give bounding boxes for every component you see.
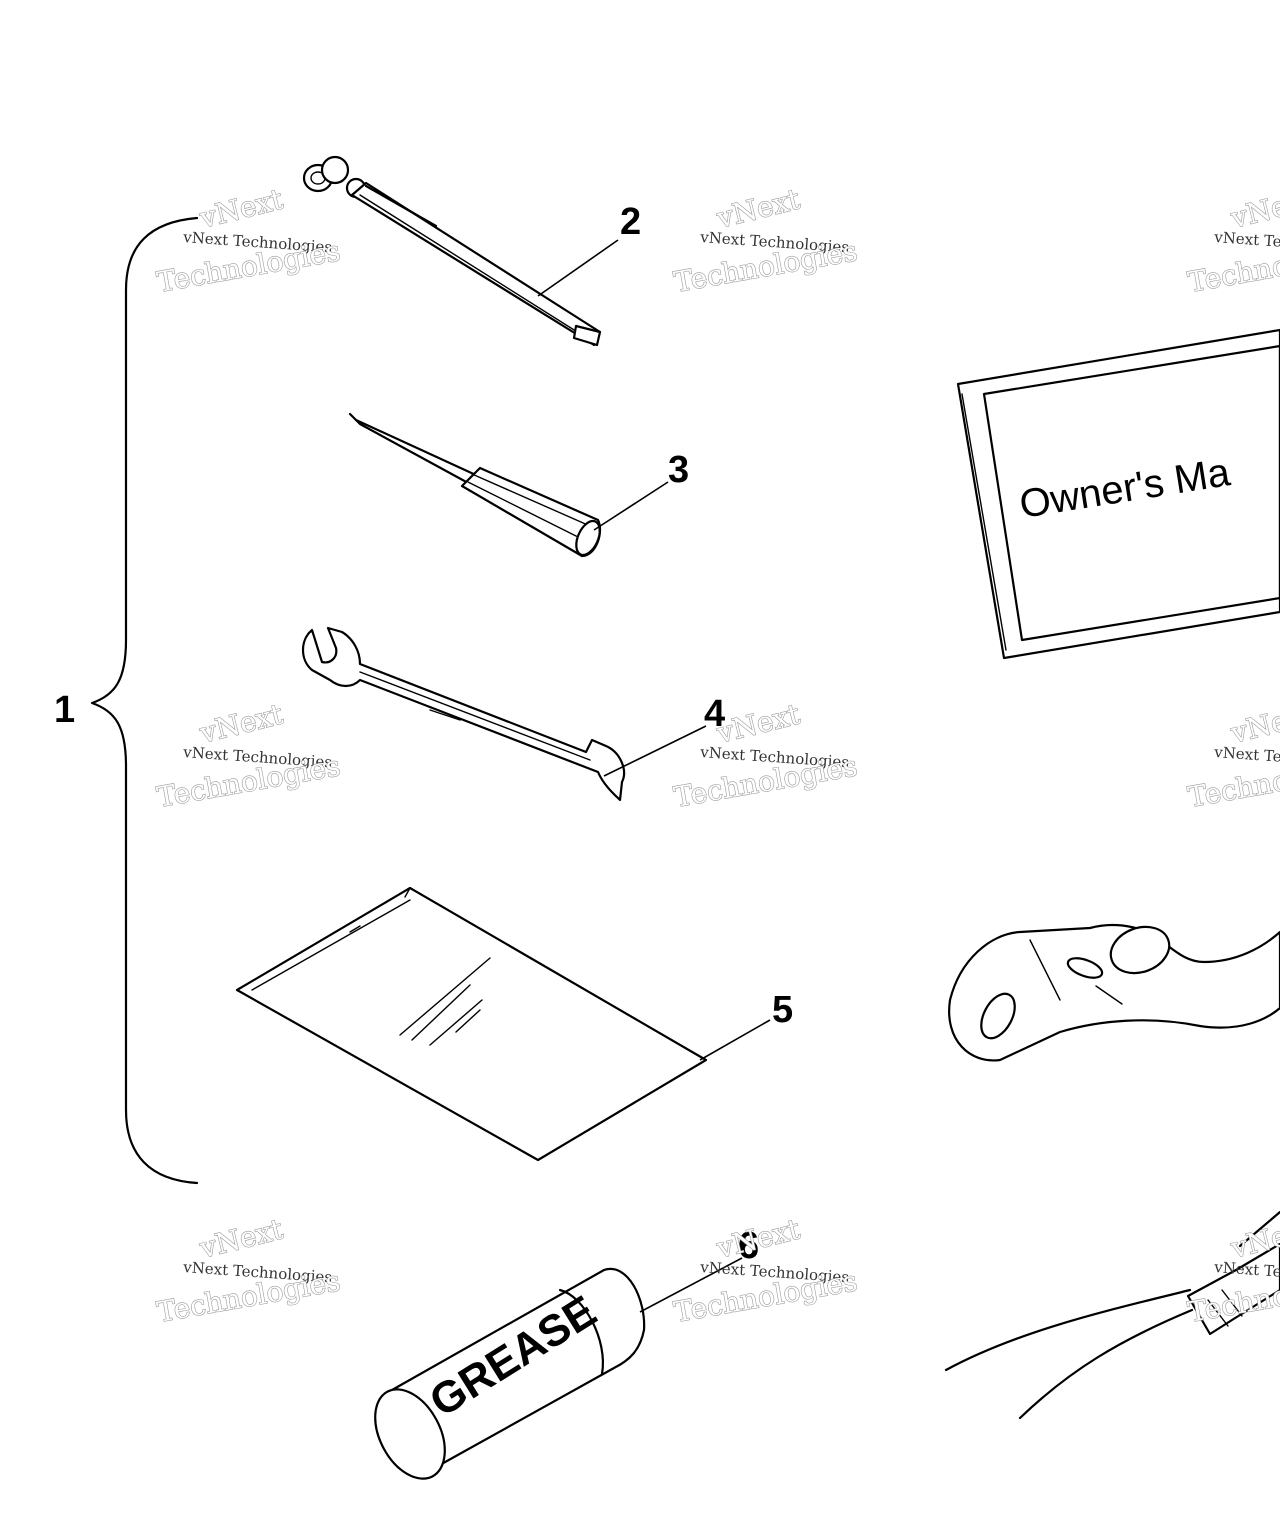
- watermark-word: vNext: [713, 697, 804, 750]
- callout-6: 6: [738, 1225, 759, 1267]
- grease-tube: GREASE: [374, 1267, 646, 1480]
- plastic-bag: [235, 886, 708, 1162]
- watermark-word: vNext: [196, 697, 287, 750]
- tire-gauge: [302, 155, 602, 347]
- callout-1: 1: [54, 689, 75, 731]
- watermark-word: vNext: [196, 182, 287, 235]
- wrench: [301, 626, 626, 802]
- watermark-word: vNext: [1227, 697, 1280, 750]
- owners-manual: Owner's Ma: [956, 328, 1280, 660]
- strap: [944, 1210, 1280, 1420]
- callout-3: 3: [668, 449, 689, 491]
- leader-lines: [537, 239, 771, 1313]
- callout-2: 2: [620, 201, 641, 243]
- screwdriver: [348, 412, 602, 558]
- watermark-word: vNext: [1227, 182, 1280, 235]
- kit-brace: [90, 216, 199, 1185]
- watermark-word: vNext: [196, 1212, 287, 1265]
- callouts: 1 2 3 4 5 6: [54, 201, 793, 1267]
- callout-5: 5: [772, 989, 793, 1031]
- watermark-word: vNext: [713, 182, 804, 235]
- callout-4: 4: [704, 693, 725, 735]
- mounting-bracket: [948, 924, 1280, 1062]
